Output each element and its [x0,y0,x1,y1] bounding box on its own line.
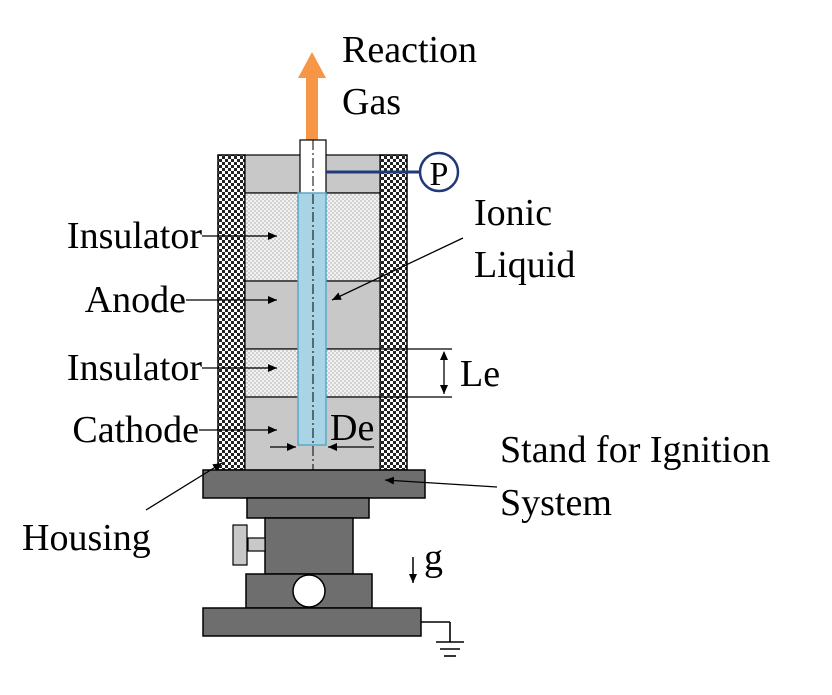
de-label: De [330,407,374,449]
reaction-gas-label-2: Gas [342,81,401,123]
ground-icon [421,621,464,657]
housing-wall-left [217,154,246,471]
reaction-gas-arrow [298,52,326,144]
pressure-gauge-icon [418,151,460,193]
stand-ball [292,574,326,608]
reaction-gas-label-1: Reaction [342,29,477,71]
ionic-liquid-label-1: Ionic [474,192,552,234]
le-dimension [380,348,452,398]
insulator-top-label: Insulator [67,215,202,257]
gravity-label: g [424,537,443,579]
ignition-stand [202,469,426,637]
stand-label-2: System [500,482,612,524]
leader-arrows [145,232,498,511]
ionic-liquid-column [297,192,327,446]
stand-label-1: Stand for Ignition [500,429,770,471]
le-label: Le [460,353,500,395]
anode-label: Anode [85,279,186,321]
insulator-mid-label: Insulator [67,347,202,389]
cathode-label: Cathode [72,409,199,451]
housing-label: Housing [22,517,151,559]
pressure-label: P [430,156,449,193]
housing-wall-right [379,154,408,471]
ionic-liquid-label-2: Liquid [474,244,575,286]
adjuster-knob [247,537,266,552]
